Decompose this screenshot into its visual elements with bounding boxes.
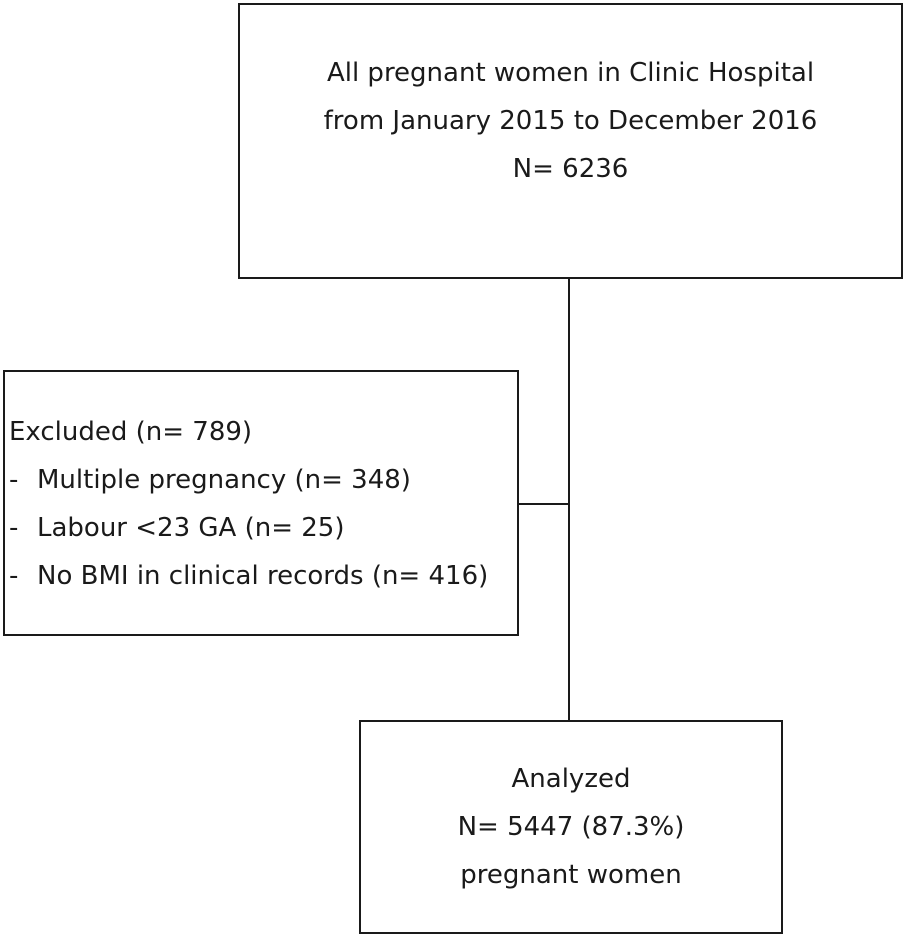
bottom-box-line-2: N= 5447 (87.3%) xyxy=(457,812,685,842)
all-pregnant-women-box: All pregnant women in Clinic Hospital fr… xyxy=(238,3,903,279)
excluded-item-text: Labour <23 GA (n= 25) xyxy=(37,513,345,543)
excluded-item-bullet: - xyxy=(9,513,19,543)
excluded-item-text: Multiple pregnancy (n= 348) xyxy=(37,465,411,495)
excluded-item-bullet: - xyxy=(9,561,19,591)
excluded-item-text: No BMI in clinical records (n= 416) xyxy=(37,561,489,591)
excluded-item-bullet: - xyxy=(9,465,19,495)
excluded-item: - Multiple pregnancy (n= 348) xyxy=(9,456,517,504)
bottom-box-line-3: pregnant women xyxy=(460,860,682,890)
excluded-item: - No BMI in clinical records (n= 416) xyxy=(9,552,517,600)
bottom-box-line-1: Analyzed xyxy=(511,764,631,794)
excluded-box: Excluded (n= 789) - Multiple pregnancy (… xyxy=(3,370,519,636)
top-box-line-1: All pregnant women in Clinic Hospital xyxy=(326,58,815,88)
connector-vertical-line xyxy=(568,279,570,720)
top-box-line-2: from January 2015 to December 2016 xyxy=(323,106,818,136)
excluded-item: - Labour <23 GA (n= 25) xyxy=(9,504,517,552)
connector-branch-line xyxy=(519,503,570,505)
excluded-title: Excluded (n= 789) xyxy=(9,417,253,447)
analyzed-box: Analyzed N= 5447 (87.3%) pregnant women xyxy=(359,720,783,934)
top-box-line-3: N= 6236 xyxy=(512,154,629,184)
